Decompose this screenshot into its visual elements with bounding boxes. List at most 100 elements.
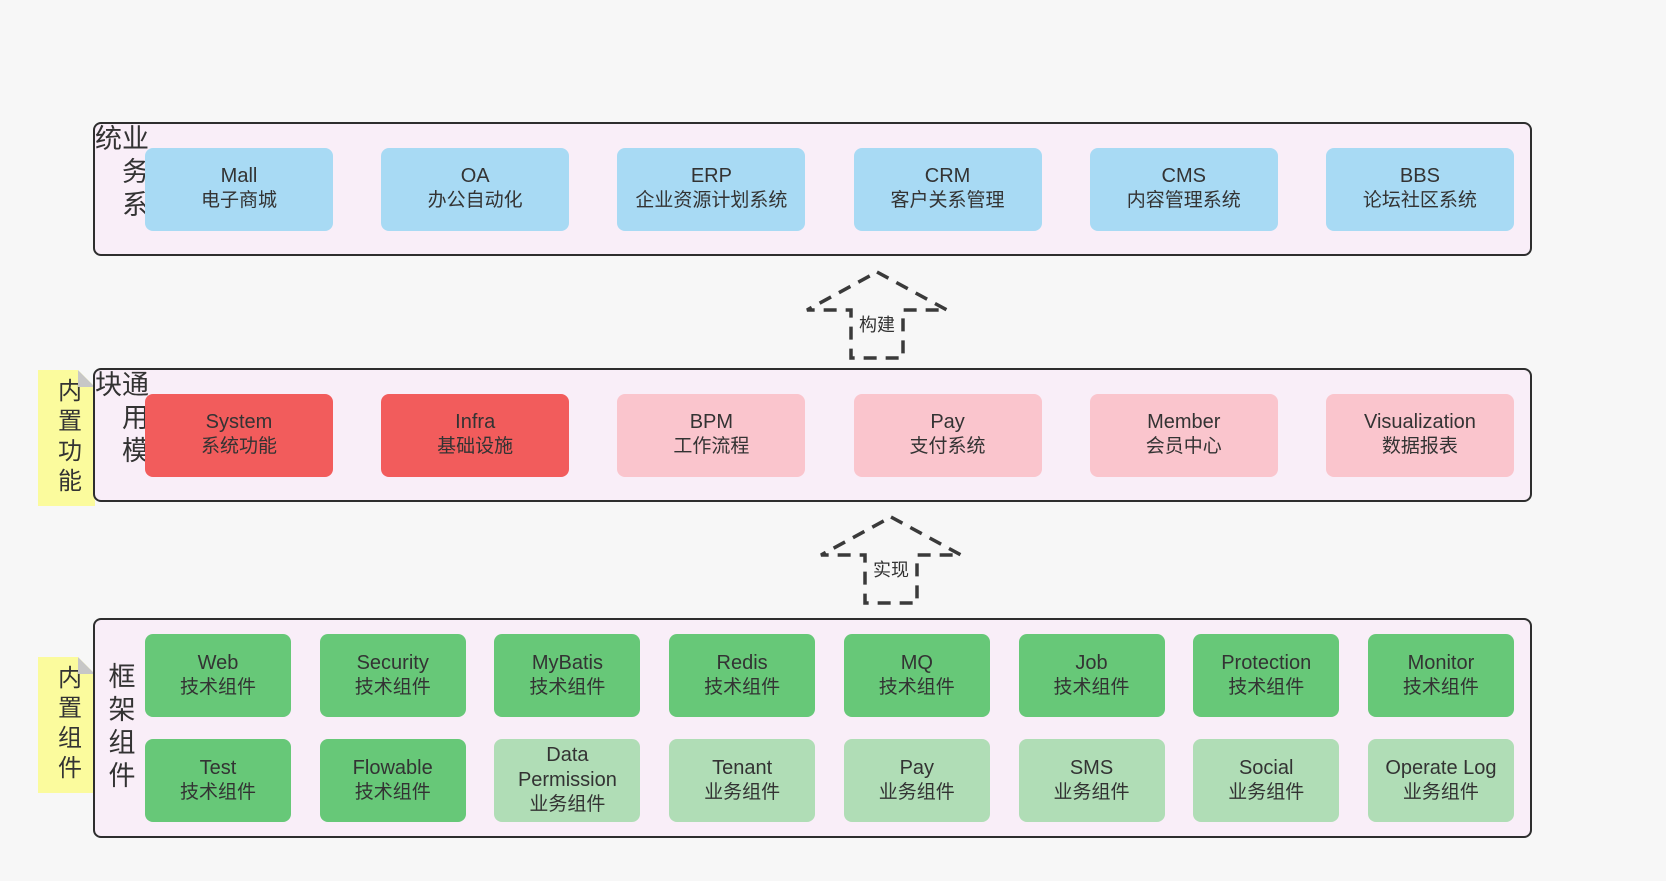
module-box-title: Operate Log bbox=[1385, 756, 1497, 779]
module-box-subtitle: 技术组件 bbox=[704, 676, 781, 698]
module-box-title: Pay bbox=[930, 411, 965, 434]
arrow-build: 构建 bbox=[802, 268, 952, 362]
dashed-up-arrow-icon bbox=[820, 515, 962, 605]
module-box-title: Protection bbox=[1221, 651, 1312, 674]
module-box-subtitle: 办公自动化 bbox=[427, 190, 523, 212]
module-box-title: Member bbox=[1147, 411, 1221, 434]
module-box-title: CRM bbox=[924, 165, 971, 188]
band-label-text: 框架组件 bbox=[104, 662, 135, 794]
module-box-title: Pay bbox=[899, 756, 935, 779]
sticky-note-built-in-components: 内置组件 bbox=[38, 657, 95, 793]
module-box-subtitle: 会员中心 bbox=[1145, 436, 1222, 458]
band-label: 业务系统 bbox=[91, 124, 148, 254]
module-box-subtitle: 内容管理系统 bbox=[1126, 190, 1241, 212]
module-box-title: MyBatis bbox=[531, 651, 603, 674]
module-box-subtitle: 业务组件 bbox=[704, 781, 781, 803]
module-box-subtitle: 业务组件 bbox=[1053, 781, 1130, 803]
arrow-implement: 实现 bbox=[816, 513, 966, 607]
module-box-title: CMS bbox=[1161, 165, 1206, 188]
module-box-subtitle: 技术组件 bbox=[529, 676, 606, 698]
sticky-note-text: 内置功能 bbox=[53, 378, 81, 498]
module-box-subtitle: 数据报表 bbox=[1381, 436, 1458, 458]
module-box-title: Flowable bbox=[352, 756, 433, 779]
module-box-title: OA bbox=[460, 165, 490, 188]
module-box-title: BBS bbox=[1399, 165, 1440, 188]
sticky-note-built-in-features: 内置功能 bbox=[38, 370, 95, 506]
module-box-subtitle: 技术组件 bbox=[354, 676, 431, 698]
module-box-title: Security bbox=[356, 651, 429, 674]
module-box-title: Redis bbox=[716, 651, 768, 674]
module-box-subtitle: 技术组件 bbox=[878, 676, 955, 698]
module-box-subtitle: 论坛社区系统 bbox=[1362, 190, 1477, 212]
module-box-subtitle: 技术组件 bbox=[1402, 676, 1479, 698]
module-box-title: Infra bbox=[455, 411, 496, 434]
module-box-subtitle: 基础设施 bbox=[437, 436, 514, 458]
module-box-subtitle: 技术组件 bbox=[354, 781, 431, 803]
module-box-subtitle: 技术组件 bbox=[1228, 676, 1305, 698]
module-box-subtitle: 业务组件 bbox=[529, 794, 606, 816]
module-box-subtitle: 电子商城 bbox=[200, 190, 277, 212]
band-label: 框架组件 bbox=[95, 620, 143, 836]
dashed-up-arrow-icon bbox=[806, 270, 948, 360]
module-box-subtitle: 工作流程 bbox=[673, 436, 750, 458]
band-label-text: 业务系统 bbox=[91, 124, 148, 223]
module-box-subtitle: 客户关系管理 bbox=[890, 190, 1005, 212]
module-box-subtitle: 技术组件 bbox=[1053, 676, 1130, 698]
band-label-text: 通用模块 bbox=[91, 370, 148, 469]
band-label: 通用模块 bbox=[91, 370, 148, 500]
module-box-title: Visualization bbox=[1363, 411, 1476, 434]
arrow-label: 实现 bbox=[869, 555, 913, 583]
module-box-subtitle: 支付系统 bbox=[909, 436, 986, 458]
module-box-title: ERP bbox=[690, 165, 732, 188]
sticky-note-text: 内置组件 bbox=[53, 665, 81, 785]
module-box-subtitle: 业务组件 bbox=[1402, 781, 1479, 803]
module-box-title: Data Permission bbox=[517, 744, 617, 792]
module-box-title: Job bbox=[1075, 651, 1108, 674]
module-box-title: MQ bbox=[900, 651, 933, 674]
module-box-title: BPM bbox=[689, 411, 734, 434]
arrow-label: 构建 bbox=[855, 310, 899, 338]
module-box-title: Tenant bbox=[712, 756, 773, 779]
module-box-title: Web bbox=[197, 651, 239, 674]
module-box-title: Mall bbox=[220, 165, 258, 188]
module-box-subtitle: 业务组件 bbox=[878, 781, 955, 803]
module-box-title: System bbox=[205, 411, 273, 434]
module-box-subtitle: 技术组件 bbox=[179, 676, 256, 698]
module-box-subtitle: 企业资源计划系统 bbox=[635, 190, 788, 212]
module-box-subtitle: 系统功能 bbox=[200, 436, 277, 458]
